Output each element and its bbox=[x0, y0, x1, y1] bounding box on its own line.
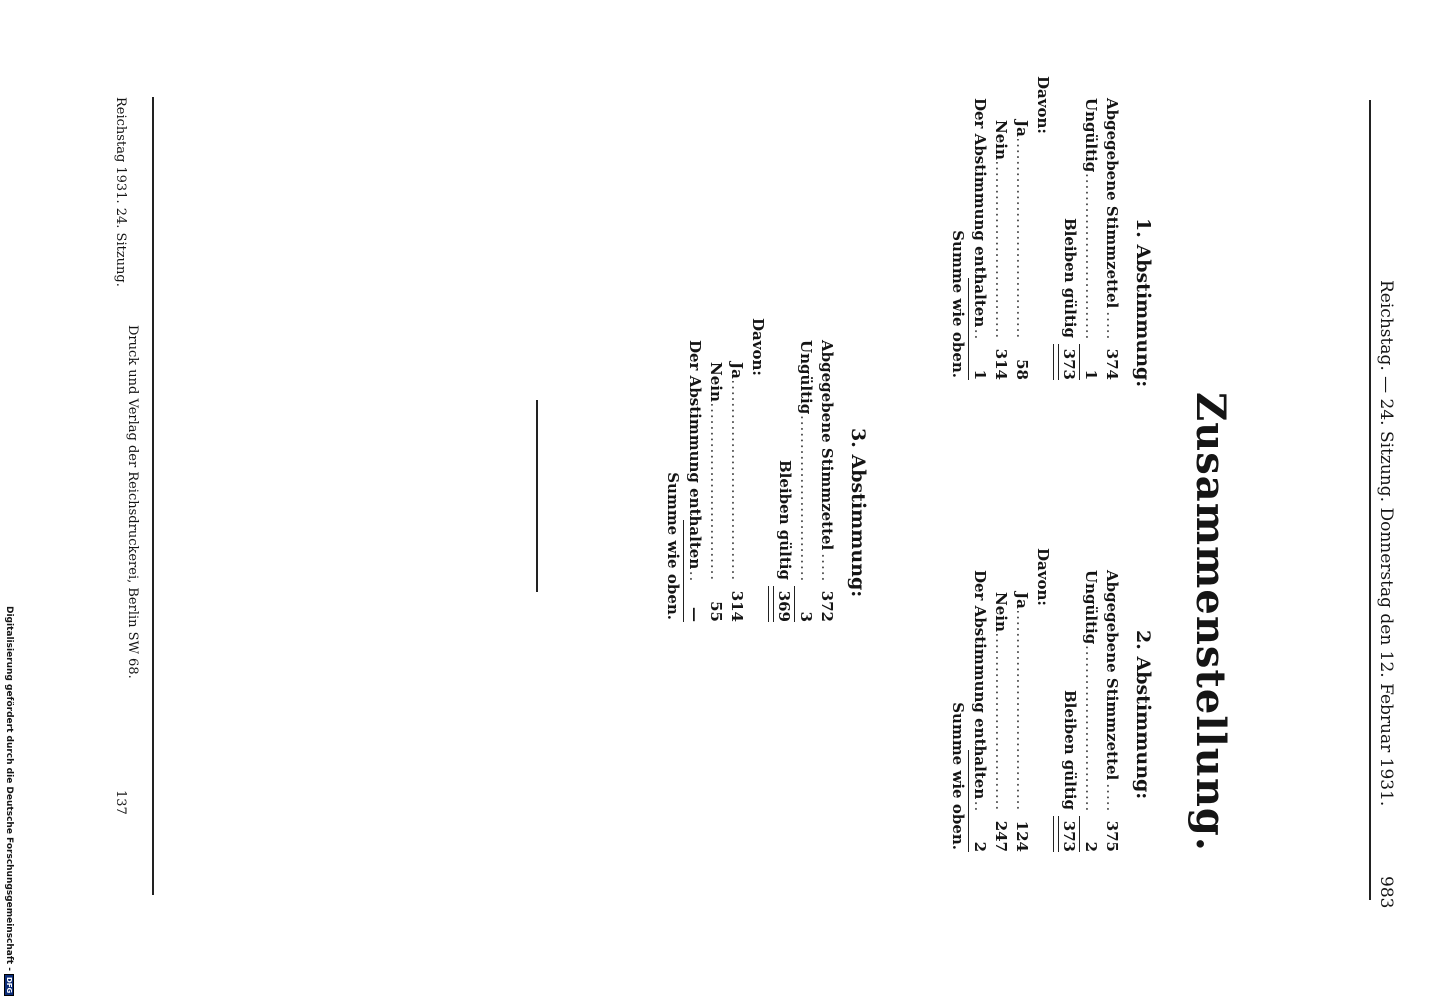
vote-1-valid-row: Bleiben gültig .........................… bbox=[1058, 98, 1080, 380]
vote-2-valid-row: Bleiben gültig .........................… bbox=[1058, 570, 1080, 852]
vote-2-no-row: Nein ...................................… bbox=[990, 592, 1011, 852]
vote-2-sum-row: Summe wie oben. bbox=[947, 702, 969, 852]
vote-1-davon-row: Davon: bbox=[1032, 76, 1053, 380]
page-title: Zusammenstellung. bbox=[1187, 392, 1234, 852]
vote-3-invalid-value: 3 bbox=[797, 611, 815, 622]
vote-1-heading: 1. Abstimmung: bbox=[1132, 218, 1154, 388]
vote-1-submitted-label: Abgegebene Stimmzettel bbox=[1101, 98, 1122, 311]
footer-rule bbox=[152, 97, 154, 895]
vote-2-heading: 2. Abstimmung: bbox=[1132, 630, 1154, 800]
vote-3-valid-double-rule bbox=[768, 586, 774, 622]
vote-2-davon-row: Davon: bbox=[1032, 548, 1053, 852]
page-number: 983 bbox=[1376, 876, 1396, 909]
vote-1-sum-row: Summe wie oben. bbox=[947, 230, 969, 380]
vote-2-abstain-value: 2 bbox=[971, 841, 989, 852]
vote-3-heading: 3. Abstimmung: bbox=[847, 428, 869, 598]
running-title: Reichstag. — 24. Sitzung. Donnerstag den… bbox=[1376, 280, 1396, 807]
vote-1-abstain-label: Der Abstimmung enthalten bbox=[969, 98, 990, 330]
vote-3-yes-value: 314 bbox=[728, 590, 746, 622]
vote-1-yes-value: 58 bbox=[1013, 359, 1031, 380]
vote-3-valid-row: Bleiben gültig .........................… bbox=[773, 340, 795, 622]
vote-2-yes-row: Ja .....................................… bbox=[1011, 592, 1032, 852]
vote-3-abstain-label: Der Abstimmung enthalten bbox=[684, 340, 705, 572]
vote-2-valid-double-rule bbox=[1053, 816, 1059, 852]
vote-1-submitted-value: 374 bbox=[1103, 348, 1121, 380]
vote-3-no-row: Nein ...................................… bbox=[705, 362, 726, 622]
vote-3-submitted-value: 372 bbox=[818, 590, 836, 622]
vote-2-invalid-label: Ungültig bbox=[1080, 570, 1101, 647]
vote-1-no-row: Nein ...................................… bbox=[990, 120, 1011, 380]
vote-3-submitted-label: Abgegebene Stimmzettel bbox=[816, 340, 837, 553]
vote-2-valid-label: Bleiben gültig bbox=[1059, 688, 1080, 812]
vote-2-no-value: 247 bbox=[992, 820, 1010, 852]
vote-2-invalid-row: Ungültig ...............................… bbox=[1080, 570, 1101, 852]
vote-2-submitted-label: Abgegebene Stimmzettel bbox=[1101, 570, 1122, 783]
vote-1-valid-label: Bleiben gültig bbox=[1059, 216, 1080, 340]
vote-1-sum-label: Summe wie oben. bbox=[949, 230, 967, 378]
vote-3-invalid-label: Ungültig bbox=[795, 340, 816, 417]
digitization-note-text: Digitalisierung gefördert durch die Deut… bbox=[4, 606, 14, 971]
vote-2-invalid-value: 2 bbox=[1082, 841, 1100, 852]
vote-3-valid-value: 369 bbox=[773, 586, 795, 622]
vote-3-submitted-row: Abgegebene Stimmzettel .................… bbox=[816, 340, 837, 622]
vote-1-valid-value: 373 bbox=[1058, 344, 1080, 380]
header-rule bbox=[1369, 100, 1371, 900]
vote-2-yes-label: Ja bbox=[1011, 592, 1032, 611]
vote-1-block: Abgegebene Stimmzettel .................… bbox=[947, 76, 1122, 380]
digitization-note: Digitalisierung gefördert durch die Deut… bbox=[4, 606, 14, 997]
footer-center: Druck und Verlag der Reichsdruckerei, Be… bbox=[125, 325, 140, 679]
vote-1-yes-label: Ja bbox=[1011, 120, 1032, 139]
vote-1-submitted-row: Abgegebene Stimmzettel .................… bbox=[1101, 98, 1122, 380]
vote-3-sum-label: Summe wie oben. bbox=[664, 472, 682, 620]
vote-2-yes-value: 124 bbox=[1013, 820, 1031, 852]
vote-3-yes-label: Ja bbox=[726, 362, 747, 381]
vote-3-valid-label: Bleiben gültig bbox=[774, 458, 795, 582]
vote-2-abstain-label: Der Abstimmung enthalten bbox=[969, 570, 990, 802]
vote-3-invalid-row: Ungültig ...............................… bbox=[795, 340, 816, 622]
vote-2-no-label: Nein bbox=[990, 592, 1011, 634]
vote-1-davon-label: Davon: bbox=[1032, 76, 1053, 136]
dfg-logo: DFG bbox=[4, 973, 14, 997]
vote-1-invalid-value: 1 bbox=[1082, 369, 1100, 380]
vote-2-sum-label: Summe wie oben. bbox=[949, 702, 967, 850]
end-rule bbox=[536, 400, 538, 592]
vote-3-abstain-value: — bbox=[686, 607, 704, 622]
vote-1-abstain-row: Der Abstimmung enthalten ...............… bbox=[969, 98, 990, 380]
vote-1-invalid-label: Ungültig bbox=[1080, 98, 1101, 175]
vote-3-sum-row: Summe wie oben. bbox=[662, 472, 684, 622]
vote-3-yes-row: Ja .....................................… bbox=[726, 362, 747, 622]
vote-1-no-label: Nein bbox=[990, 120, 1011, 162]
vote-2-submitted-value: 375 bbox=[1103, 820, 1121, 852]
footer-right: 137 bbox=[113, 790, 128, 815]
vote-1-valid-double-rule bbox=[1053, 344, 1059, 380]
vote-3-no-label: Nein bbox=[705, 362, 726, 404]
vote-3-no-value: 55 bbox=[707, 601, 725, 622]
vote-2-abstain-row: Der Abstimmung enthalten ...............… bbox=[969, 570, 990, 852]
vote-1-invalid-row: Ungültig ...............................… bbox=[1080, 98, 1101, 380]
vote-3-davon-row: Davon: bbox=[747, 318, 768, 622]
vote-3-abstain-row: Der Abstimmung enthalten ...............… bbox=[684, 340, 705, 622]
vote-1-no-value: 314 bbox=[992, 348, 1010, 380]
vote-2-valid-value: 373 bbox=[1058, 816, 1080, 852]
vote-1-yes-row: Ja .....................................… bbox=[1011, 120, 1032, 380]
vote-2-submitted-row: Abgegebene Stimmzettel .................… bbox=[1101, 570, 1122, 852]
vote-3-davon-label: Davon: bbox=[747, 318, 768, 378]
footer-left: Reichstag 1931. 24. Sitzung. bbox=[113, 97, 128, 287]
vote-3-block: Abgegebene Stimmzettel .................… bbox=[662, 318, 837, 622]
vote-2-davon-label: Davon: bbox=[1032, 548, 1053, 608]
vote-1-abstain-value: 1 bbox=[971, 369, 989, 380]
vote-2-block: Abgegebene Stimmzettel .................… bbox=[947, 548, 1122, 852]
